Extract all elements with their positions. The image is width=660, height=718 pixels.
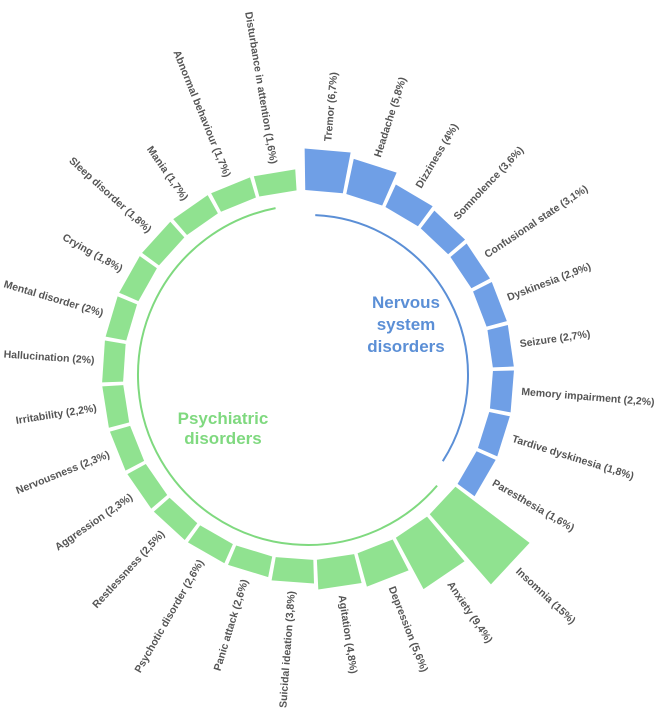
bar-label: Psychotic disorder (2,6%) <box>132 558 206 675</box>
bar-disturbance-in-attention <box>253 169 297 197</box>
bar-dizziness <box>385 184 433 227</box>
bar-paresthesia <box>457 451 496 497</box>
bar-sleep-disorder <box>142 221 185 266</box>
bar-nervousness <box>109 425 145 471</box>
group-title-line: disorders <box>184 429 261 448</box>
bar-label: Headache (5,8%) <box>372 76 409 159</box>
bar-somnolence <box>420 210 466 255</box>
group-arc-nervous <box>315 214 469 462</box>
bar-label: Depression (5,6%) <box>386 585 430 674</box>
bar-label: Panic attack (2,6%) <box>212 578 251 672</box>
bar-hallucination <box>102 340 126 383</box>
bar-label: Tremor (6,7%) <box>322 72 340 142</box>
group-title-line: Nervous <box>372 293 440 312</box>
group-title-line: disorders <box>367 337 444 356</box>
bar-label: Mental disorder (2%) <box>2 278 104 319</box>
bar-crying <box>119 256 157 302</box>
bar-label: Tardive dyskinesia (1,8%) <box>510 433 635 482</box>
bar-label: Dyskinesia (2,9%) <box>506 261 593 304</box>
group-arc-psychiatric <box>137 207 438 546</box>
bar-irritability <box>102 385 130 428</box>
bar-label: Hallucination (2%) <box>3 349 95 367</box>
bar-label: Crying (1,8%) <box>60 232 124 275</box>
bar-label: Insomnia (15%) <box>513 566 578 627</box>
bar-panic-attack <box>228 545 273 578</box>
bar-label: Suicidal ideation (3,8%) <box>277 591 298 709</box>
bar-label: Anxiety (9,4%) <box>444 579 494 645</box>
bar-label: Mania (1,7%) <box>144 144 190 203</box>
bar-mental-disorder <box>105 296 138 341</box>
bar-label: Memory impairment (2,2%) <box>521 386 655 409</box>
bar-label: Disturbance in attention (1,6%) <box>242 11 279 165</box>
bar-label: Restlessness (2,5%) <box>90 528 167 610</box>
bar-suicidal-ideation <box>271 557 315 584</box>
bar-tardive-dyskinesia <box>477 412 510 457</box>
bar-agitation <box>316 554 362 590</box>
bar-abnormal-behaviour <box>211 177 256 212</box>
group-title-line: Psychiatric <box>178 409 269 428</box>
bar-depression <box>357 539 409 587</box>
bar-seizure <box>487 324 514 368</box>
bar-label: Abnormal behaviour (1,7%) <box>170 49 232 179</box>
bar-tremor <box>304 148 351 194</box>
bar-aggression <box>127 463 168 509</box>
bar-restlessness <box>153 497 198 541</box>
bar-insomnia <box>429 486 530 585</box>
bar-mania <box>173 195 218 236</box>
bar-label: Sleep disorder (1,8%) <box>66 155 153 236</box>
bar-dyskinesia <box>473 281 507 327</box>
bar-label: Agitation (4,8%) <box>336 594 360 674</box>
bar-label: Aggression (2,3%) <box>53 491 135 553</box>
bar-label: Confusional state (3,1%) <box>482 183 590 261</box>
bar-psychotic-disorder <box>187 525 233 564</box>
bar-anxiety <box>395 516 465 590</box>
bar-label: Somnolence (3,6%) <box>451 144 526 222</box>
bar-label: Dizziness (4%) <box>414 122 461 191</box>
bar-label: Irritability (2,2%) <box>15 402 98 427</box>
bar-label: Nervousness (2,3%) <box>14 449 111 497</box>
bar-memory-impairment <box>489 370 514 413</box>
bar-headache <box>346 158 397 206</box>
bar-confusional-state <box>450 243 490 289</box>
group-title-line: system <box>377 315 436 334</box>
bar-label: Seizure (2,7%) <box>519 328 591 350</box>
